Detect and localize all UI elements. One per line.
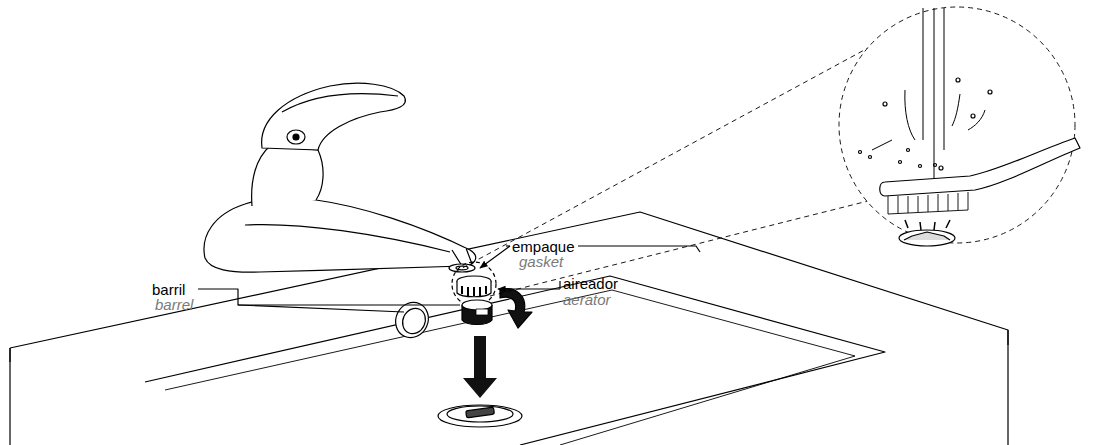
leader-line xyxy=(498,288,560,289)
leader-line xyxy=(238,305,404,312)
toothbrush-bristles xyxy=(888,192,968,214)
leader-line xyxy=(480,246,510,268)
countertop xyxy=(10,212,1008,445)
basin-rim xyxy=(145,276,885,445)
detail-circle xyxy=(452,262,496,306)
toothbrush xyxy=(880,138,1080,196)
part-label: gasket xyxy=(519,254,563,269)
countertop-edge xyxy=(10,330,1008,362)
down-arrow xyxy=(463,336,497,398)
rotation-arrow xyxy=(500,289,532,328)
faucet-body xyxy=(204,197,476,272)
splash xyxy=(872,90,985,150)
barrel-part xyxy=(462,300,492,325)
lever-cap xyxy=(287,130,305,144)
faucet-spout-edge xyxy=(245,225,450,252)
drain xyxy=(438,405,522,427)
zoom-circle xyxy=(839,7,1075,243)
scrub-marks xyxy=(905,220,950,230)
leader-line xyxy=(506,245,510,246)
leader-line xyxy=(198,289,460,305)
loose-ring xyxy=(390,297,434,343)
zoom-line xyxy=(455,48,880,296)
water-stream xyxy=(923,8,944,178)
water-drops xyxy=(859,78,993,170)
gasket xyxy=(449,264,475,272)
faucet-nozzle xyxy=(452,248,472,266)
aerator-zoom xyxy=(899,230,955,246)
part-label: empaque xyxy=(512,239,575,254)
drain-slot xyxy=(466,407,495,418)
lever-screw xyxy=(293,134,299,140)
leader-line xyxy=(559,281,560,289)
part-label: aireador xyxy=(563,276,618,291)
faucet-lever xyxy=(262,83,406,150)
aerator-part xyxy=(457,276,491,297)
leader-line xyxy=(578,246,700,252)
faucet-column xyxy=(252,146,323,206)
drain-inner xyxy=(447,406,513,422)
part-label: barril xyxy=(152,282,185,297)
loose-ring-inner xyxy=(399,305,430,338)
lever-top xyxy=(282,94,398,112)
part-label: barrel xyxy=(155,297,193,312)
part-label: aerator xyxy=(563,292,611,307)
